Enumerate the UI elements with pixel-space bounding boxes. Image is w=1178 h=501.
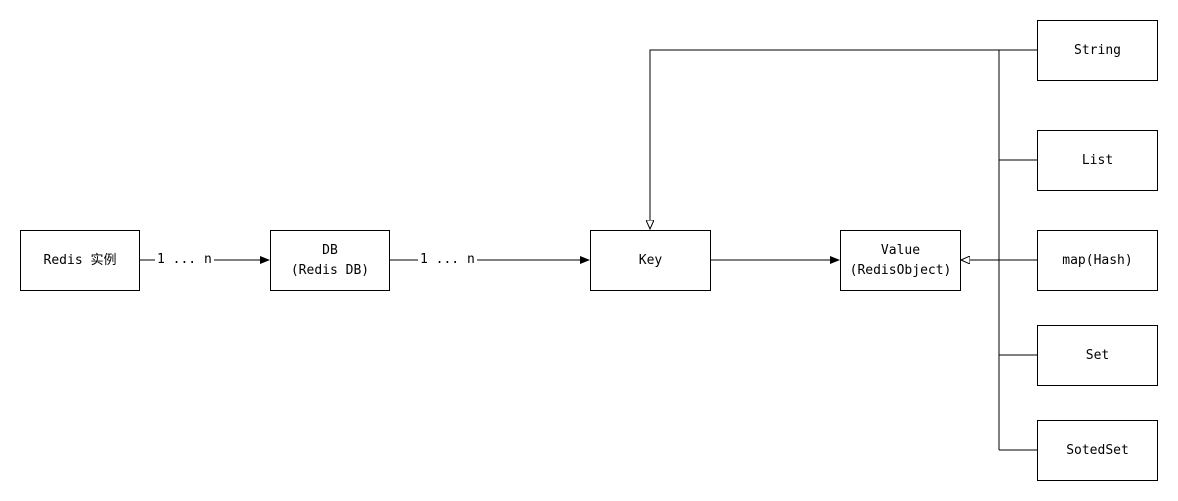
edge-label-db-to-key: 1 ... n [418,252,477,268]
node-key-label: Key [638,252,663,268]
node-sortedset-label: SotedSet [1066,442,1129,458]
node-string[interactable]: String [1037,20,1158,81]
node-list-label: List [1081,152,1114,168]
node-db[interactable]: DB (Redis DB) [270,230,390,291]
node-set[interactable]: Set [1037,325,1158,386]
node-sortedset[interactable]: SotedSet [1037,420,1158,481]
node-redis-instance[interactable]: Redis 实例 [20,230,140,291]
node-db-label: DB (Redis DB) [290,242,370,278]
node-hash[interactable]: map(Hash) [1037,230,1158,291]
edge-string-to-key [650,49,1037,229]
node-key[interactable]: Key [590,230,711,291]
node-string-label: String [1074,42,1121,58]
node-list[interactable]: List [1037,130,1158,191]
node-value[interactable]: Value (RedisObject) [840,230,961,291]
node-redis-instance-label: Redis 实例 [43,252,117,268]
node-hash-label: map(Hash) [1062,252,1133,268]
node-value-label: Value (RedisObject) [849,242,952,278]
node-set-label: Set [1085,347,1110,363]
edge-label-redis-to-db: 1 ... n [155,252,214,268]
